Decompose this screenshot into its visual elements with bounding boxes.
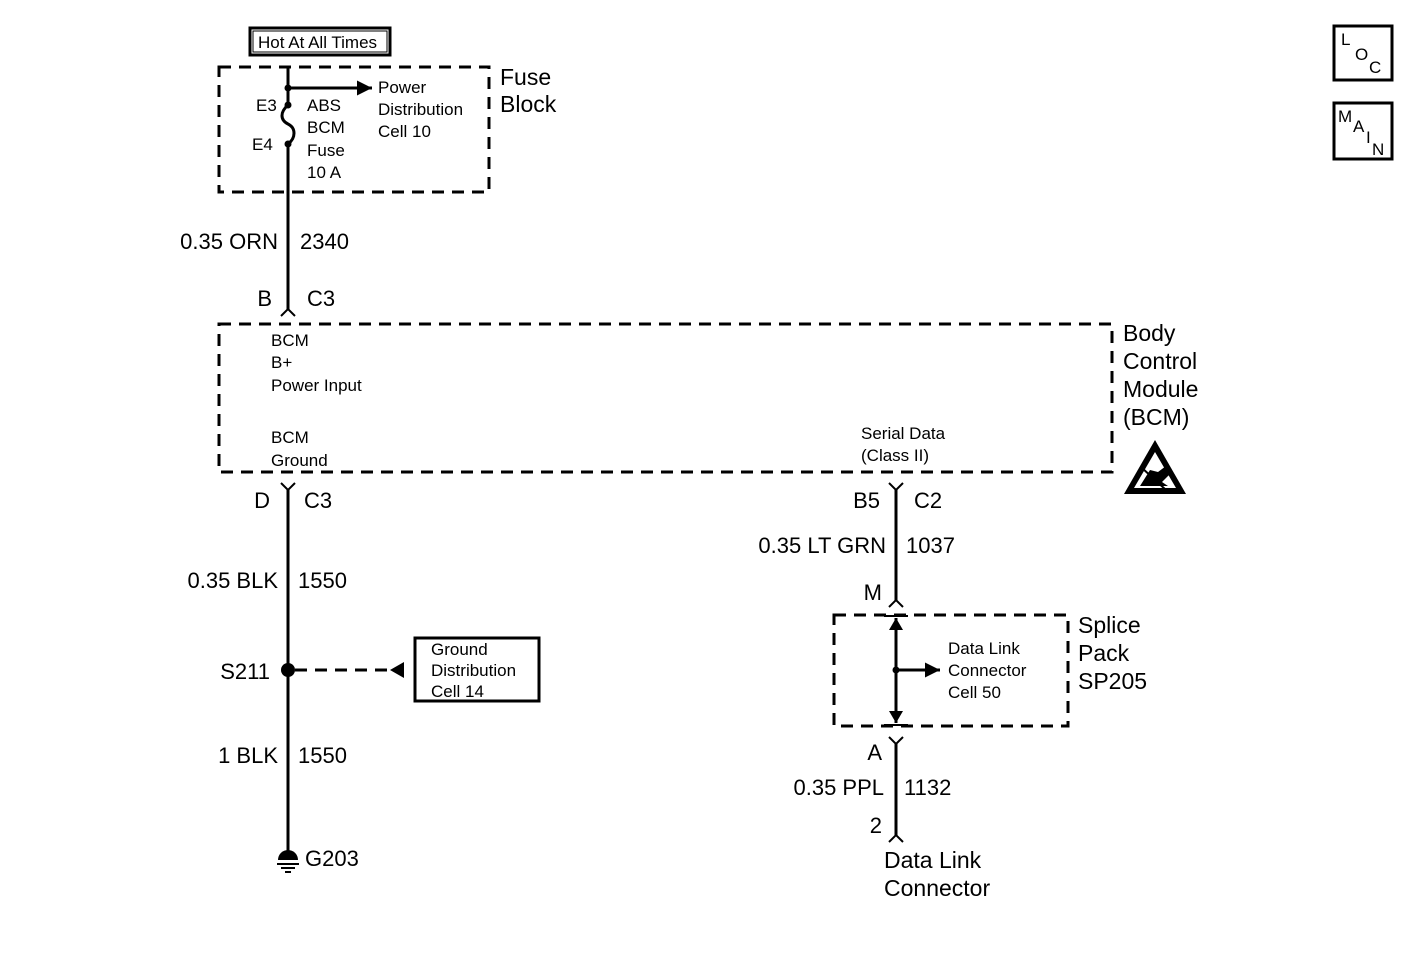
splice-pack-title-line1: Splice [1078, 612, 1141, 638]
splice-bus-arrow-up [889, 618, 903, 630]
connector-b5-c2-icon [888, 482, 904, 492]
svg-text:Hot At All Times: Hot At All Times [258, 33, 377, 52]
fuse-text-line1: ABS [307, 96, 341, 115]
dlc-reference-line2: Connector [948, 661, 1027, 680]
connector-b5-conn: C2 [914, 488, 942, 513]
hot-at-all-times-label: Hot At All Times [248, 26, 392, 57]
main-letter-m: M [1338, 107, 1352, 126]
bcm-power-input-line2: B+ [271, 353, 292, 372]
splice-s211-label: S211 [220, 659, 270, 684]
ground-distribution-arrow [390, 662, 404, 678]
main-button[interactable]: M A I N [1332, 101, 1394, 161]
splice-pack-title-line3: SP205 [1078, 668, 1147, 694]
main-letter-i: I [1366, 128, 1371, 147]
power-distribution-line2: Distribution [378, 100, 463, 119]
connector-b-conn: C3 [307, 286, 335, 311]
bcm-power-input-line3: Power Input [271, 376, 362, 395]
fuse-text-line4: 10 A [307, 163, 342, 182]
splice-pack-sp205 [832, 613, 1070, 728]
bcm-title-line3: Module [1123, 376, 1198, 402]
splice-pin-m: M [864, 580, 882, 605]
bcm-title-line4: (BCM) [1123, 404, 1189, 430]
ground-distribution-ref[interactable]: Ground Distribution Cell 14 [413, 636, 541, 703]
dlc-title-line2: Connector [884, 875, 990, 901]
bcm-module [217, 322, 1114, 474]
fuse-block-title-line2: Block [500, 91, 557, 117]
fuse-text-line3: Fuse [307, 141, 345, 160]
fuse-block-title-line1: Fuse [500, 64, 551, 90]
dlc-reference-line3: Cell 50 [948, 683, 1001, 702]
bcm-ground-line2: Ground [271, 451, 328, 470]
connector-d-conn: C3 [304, 488, 332, 513]
ground-g203-icon [277, 850, 299, 873]
wire-blk1-circuit: 1550 [298, 568, 347, 593]
fuse-text-line2: BCM [307, 118, 345, 137]
dlc-pin-2: 2 [870, 813, 882, 838]
connector-d-c3-icon [280, 482, 296, 492]
dlc-reference-line1: Data Link [948, 639, 1020, 658]
bcm-ground-line1: BCM [271, 428, 309, 447]
connector-a-icon [888, 736, 904, 746]
main-letter-a: A [1353, 117, 1365, 136]
splice-s211-dot [281, 663, 295, 677]
esd-warning-icon [1124, 440, 1186, 494]
main-letter-n: N [1372, 140, 1384, 159]
connector-b5-pin: B5 [853, 488, 880, 513]
loc-button[interactable]: L O C [1332, 24, 1394, 82]
wire-blk2-gauge-color: 1 BLK [218, 743, 278, 768]
fuse-terminal-e3: E3 [256, 96, 277, 115]
splice-pack-title-line2: Pack [1078, 640, 1130, 666]
splice-bus-arrow-down [889, 711, 903, 723]
bcm-serial-data-line1: Serial Data [861, 424, 946, 443]
ground-g203-label: G203 [305, 846, 359, 871]
power-distribution-line1: Power [378, 78, 427, 97]
wire-ltgrn-gauge-color: 0.35 LT GRN [758, 533, 886, 558]
connector-d-pin: D [254, 488, 270, 513]
power-distribution-line3: Cell 10 [378, 122, 431, 141]
loc-letter-l: L [1341, 30, 1350, 49]
connector-m-icon [888, 598, 904, 608]
wire-ppl-gauge-color: 0.35 PPL [793, 775, 884, 800]
connector-b-c3-icon [280, 307, 296, 317]
wire-ltgrn-circuit: 1037 [906, 533, 955, 558]
connector-b-pin: B [257, 286, 272, 311]
wire-orn-circuit: 2340 [300, 229, 349, 254]
ground-distribution-line3: Cell 14 [431, 682, 484, 701]
wire-orn-gauge-color: 0.35 ORN [180, 229, 278, 254]
wire-ppl-circuit: 1132 [904, 775, 951, 800]
wire-blk1-gauge-color: 0.35 BLK [187, 568, 278, 593]
loc-letter-o: O [1355, 45, 1368, 64]
wire-blk2-circuit: 1550 [298, 743, 347, 768]
dlc-title-line1: Data Link [884, 847, 982, 873]
connector-dlc-pin2-icon [888, 833, 904, 843]
loc-letter-c: C [1369, 58, 1381, 77]
splice-pin-a: A [867, 740, 882, 765]
ground-distribution-line1: Ground [431, 640, 488, 659]
ground-distribution-line2: Distribution [431, 661, 516, 680]
bcm-title-line2: Control [1123, 348, 1197, 374]
fuse-block: Fuse Block [217, 64, 557, 194]
fuse-icon [280, 103, 296, 146]
bcm-title-line1: Body [1123, 320, 1176, 346]
bcm-serial-data-line2: (Class II) [861, 446, 929, 465]
fuse-terminal-e4: E4 [252, 135, 273, 154]
bcm-power-input-line1: BCM [271, 331, 309, 350]
